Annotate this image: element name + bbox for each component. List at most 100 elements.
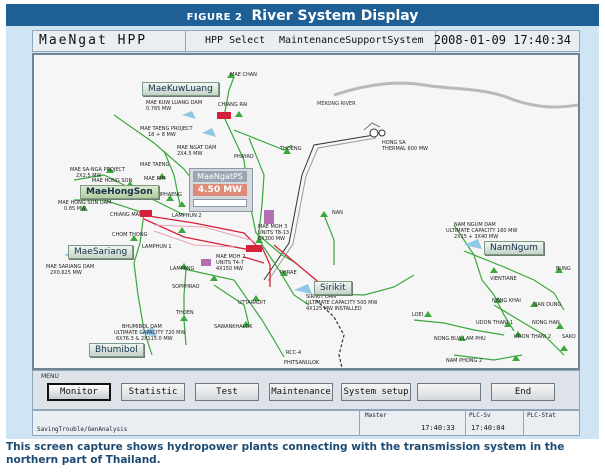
status-divider (465, 411, 466, 435)
map-label: BHUMIBOL DAM (122, 324, 162, 330)
map-label: MAE TAENG (140, 162, 170, 168)
map-label: 6X76.3 & 2X115.0 MW (116, 336, 173, 342)
status-plc-sv-label: PLC-Sv (469, 412, 491, 419)
plant-button-mae-sariang[interactable]: MaeSariang (68, 245, 134, 259)
map-label: NONG KHAI (492, 298, 521, 304)
map-label: PHAYAO (234, 154, 254, 160)
map-label: THERMAL 600 MW (382, 146, 428, 152)
map-label: HONG SA (382, 140, 406, 146)
figure-caption: This screen capture shows hydropower pla… (6, 441, 565, 466)
mae-moh-2-plant-icon (201, 259, 211, 266)
map-label: MAE SARIANG DAM (46, 264, 95, 270)
map-label: 2X2.5 MW (76, 173, 102, 179)
map-label: 6X300 MW (258, 236, 285, 242)
map-label: 2X4.5 MW (177, 151, 203, 157)
map-label: MAE SA-NGA PROJECT (70, 167, 126, 173)
app-titlebar: MaeNgat HPP HPP Select MaintenanceSuppor… (32, 30, 580, 52)
map-label: UNITS T8-13 (258, 230, 290, 236)
map-label: UDON THANI 1 (476, 320, 513, 326)
figure-header: FIGURE 2 River System Display (6, 4, 599, 26)
map-label: SAWANKHALOK (214, 324, 253, 330)
map-label: PHITSANULOK (284, 360, 320, 366)
map-label: MAE RIM (144, 176, 166, 182)
map-label: UTTARADIT (238, 300, 266, 306)
figure-label: FIGURE 2 (186, 12, 243, 23)
map-label: UDON THANI 2 (514, 334, 551, 340)
map-label: BUNG (556, 266, 571, 272)
map-label: NONG HAN (532, 320, 560, 326)
river-system-map[interactable]: MEKONG RIVER MAE CHAN MAE KUW LUANG DAM … (32, 53, 580, 370)
map-label: NAN (332, 210, 343, 216)
map-label: MAE TAENG PROJECT (140, 126, 193, 132)
plant-button-bhumibol[interactable]: Bhumibol (89, 343, 144, 357)
map-label: LAMPHUN 2 (172, 213, 202, 219)
substation-chiang-rai (217, 112, 231, 119)
mae-kuw-dam-icon (182, 111, 196, 119)
maintenance-button[interactable]: Maintenance (269, 383, 333, 401)
map-label: RCC-4 (286, 350, 302, 356)
figure-title: River System Display (251, 8, 419, 24)
titlebar-divider (185, 31, 186, 51)
maintenance-support-menu[interactable]: MaintenanceSupportSystem (279, 35, 424, 46)
map-label: NAM NGUM DAM (454, 222, 496, 228)
substation-mae-moh (246, 245, 262, 252)
substation-chiang-mai (140, 210, 152, 217)
nam-ngum-dam-icon (464, 239, 482, 249)
plant-button-nam-ngum[interactable]: NamNgum (484, 241, 544, 255)
map-label: MAE KUW LUANG DAM (146, 100, 203, 106)
map-label: 2X0.625 MW (50, 270, 82, 276)
monitor-button[interactable]: Monitor (47, 383, 111, 401)
map-label: MAE MOH 3 (258, 224, 288, 230)
selected-plant-output: 4.50 MW (193, 184, 247, 196)
plant-button-mae-hong-son[interactable]: MaeHongSon (80, 185, 159, 199)
system-clock: 2008-01-09 17:40:34 (433, 33, 571, 47)
map-label: MAE HONG SON (92, 178, 133, 184)
status-divider (359, 411, 360, 435)
map-label: SIRIKIT DAM (306, 294, 337, 300)
map-label: SOPPHRAO (172, 284, 200, 290)
map-label: 4X125 MW INSTALLED (306, 306, 362, 312)
selected-plant-panel[interactable]: MaeNgatPS 4.50 MW (189, 168, 253, 212)
plant-button-mae-kuw-luang[interactable]: MaeKuwLuang (142, 82, 219, 96)
hpp-select-menu[interactable]: HPP Select (205, 35, 266, 46)
map-label: LOEI (412, 312, 424, 318)
menu-label: MENU (41, 373, 59, 380)
status-plc-stat-label: PLC-Stat (527, 412, 556, 419)
map-label: 2X15 + 3X40 MW (454, 234, 499, 240)
map-label: THOENG (280, 146, 302, 152)
map-label: 18 + 8 MW (148, 132, 176, 138)
test-button[interactable]: Test (195, 383, 259, 401)
status-master-label: Master (365, 412, 387, 419)
map-label: MAE HONG SON DAM (58, 200, 112, 206)
map-label: CHOM THONG (112, 232, 148, 238)
map-label: SAKO (562, 334, 576, 340)
map-label: ULTIMATE CAPACITY 160 MW (446, 228, 518, 234)
selected-plant-name: MaeNgatPS (193, 171, 247, 182)
map-label: NONG BUA LAM PHU (434, 336, 486, 342)
system-setup-button[interactable]: System setup (341, 383, 411, 401)
sirikit-dam-icon (294, 284, 312, 294)
map-label: 0.85 MW (64, 206, 86, 212)
mekong-river-label: MEKONG RIVER (317, 101, 356, 107)
map-label: SAN KAMPHAENG (138, 192, 182, 198)
map-label: ULTIMATE CAPACITY 720 MW (114, 330, 186, 336)
map-label: UNITS T4-7 (216, 260, 244, 266)
map-label: ULTIMATE CAPACITY 500 MW (306, 300, 378, 306)
map-label: VIENTIANE (490, 276, 517, 282)
map-label: CHIANG MAI (110, 212, 141, 218)
statistic-button[interactable]: Statistic (121, 383, 185, 401)
app-name: MaeNgat HPP (39, 33, 148, 48)
mae-ngat-dam-icon (202, 128, 216, 137)
map-label: MAE NGAT DAM (177, 145, 217, 151)
status-text: SavingTrouble/GenAnalysis (37, 426, 128, 433)
status-plc-sv-time: 17:40:04 (471, 424, 505, 432)
map-label: LAMPHUN 1 (142, 244, 172, 250)
plant-button-sirikit[interactable]: Sirikit (314, 281, 352, 295)
status-bar: SavingTrouble/GenAnalysis Master 17:40:3… (32, 410, 580, 436)
menu-panel: MENU Monitor Statistic Test Maintenance … (32, 370, 580, 410)
map-label: BAN DUNG (534, 302, 562, 308)
blank-button[interactable] (417, 383, 481, 401)
map-label: NAM PHONG 2 (446, 358, 483, 364)
map-label: MAE CHAN (230, 72, 257, 78)
end-button[interactable]: End (491, 383, 555, 401)
